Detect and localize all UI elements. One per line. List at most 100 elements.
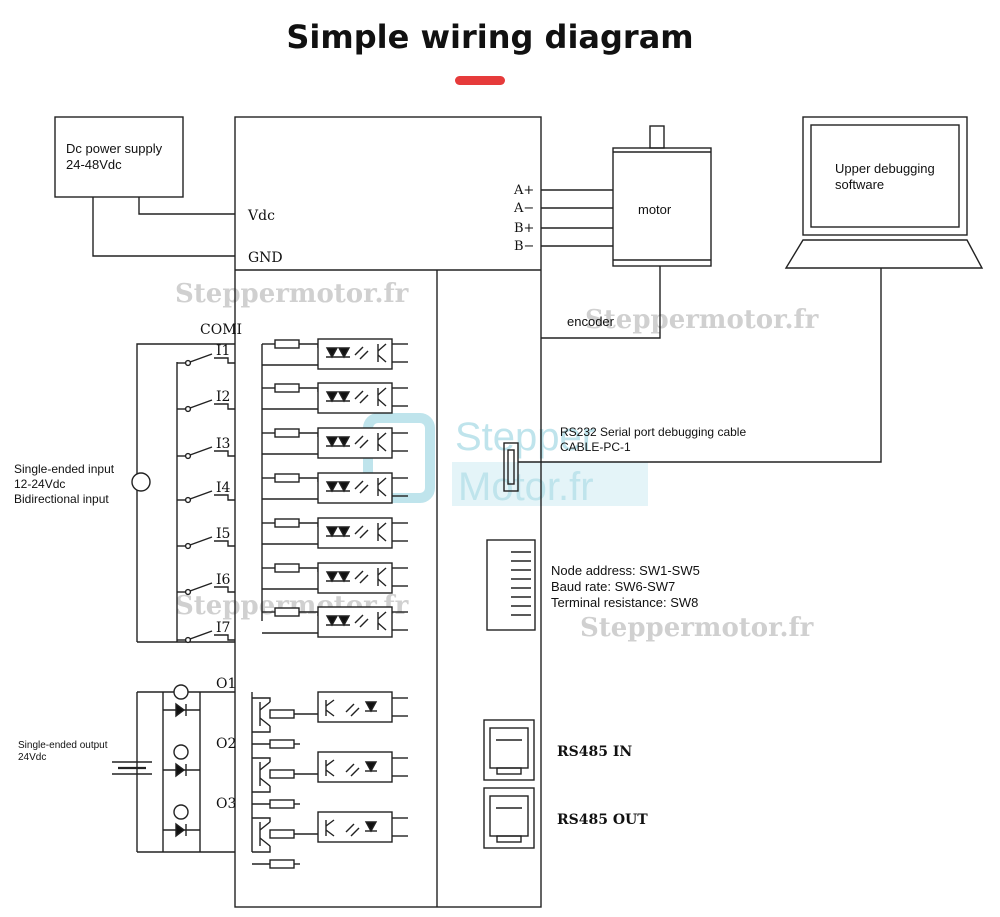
- light-arrow-icon: [359, 350, 369, 360]
- driver-body: [234, 116, 542, 908]
- motor-body: [612, 147, 712, 267]
- led-icon: [325, 391, 339, 403]
- input-channel-i3: I3: [177, 427, 408, 460]
- resistor-wire: [299, 477, 319, 482]
- transistor-icon: [259, 777, 271, 787]
- logo-band: [452, 462, 648, 506]
- diagram-line: [496, 767, 522, 775]
- rs232-port-slot: [507, 449, 515, 485]
- resistor-icon: [269, 799, 295, 809]
- optocoupler-icon: [317, 691, 393, 723]
- light-arrow-icon: [345, 823, 355, 833]
- output-wire: [252, 846, 271, 853]
- terminal-a-minus: A−: [513, 201, 534, 216]
- terminal-resistance-note: Terminal resistance: SW8: [551, 595, 698, 610]
- diode-icon: [175, 822, 186, 838]
- wire-rs232: [518, 268, 882, 463]
- switch-contact: [184, 452, 192, 460]
- led-icon: [337, 481, 351, 493]
- terminal-b-minus: B−: [514, 239, 534, 254]
- power-supply-voltage: 24-48Vdc: [66, 157, 122, 172]
- input-switch-icon: [189, 582, 213, 592]
- rs232-cable-label: CABLE-PC-1: [560, 440, 631, 454]
- transistor-icon: [259, 761, 271, 771]
- diode-icon: [175, 762, 186, 778]
- input-channel-i1: I1: [177, 338, 408, 370]
- light-arrow-icon: [359, 484, 369, 494]
- phototransistor-icon: [377, 432, 387, 441]
- optocoupler-icon: [317, 751, 393, 783]
- switch-contact: [184, 496, 192, 504]
- resistor-icon: [274, 383, 300, 393]
- diagram-line: [496, 835, 522, 843]
- phototransistor-icon: [377, 611, 387, 620]
- phototransistor-icon: [377, 533, 387, 542]
- computer-label-2: software: [835, 177, 884, 192]
- diode-icon: [175, 702, 186, 718]
- resistor-icon: [274, 428, 300, 438]
- input-wire: [214, 450, 235, 457]
- input-label-i6: I6: [216, 572, 231, 588]
- light-arrow-icon: [350, 767, 360, 777]
- phototransistor-icon: [377, 443, 387, 452]
- light-arrow-icon: [345, 703, 355, 713]
- input-label-i3: I3: [216, 436, 230, 452]
- resistor-icon: [274, 518, 300, 528]
- led-icon: [337, 391, 351, 403]
- page-title: Simple wiring diagram: [286, 18, 694, 56]
- led-icon: [325, 436, 339, 448]
- input-wire: [214, 403, 235, 410]
- output-note: Single-ended output: [18, 740, 108, 751]
- rs485-in-port: [483, 719, 535, 781]
- switch-contact: [184, 359, 192, 367]
- resistor-icon: [269, 739, 295, 749]
- light-arrow-icon: [359, 618, 369, 628]
- computer-label: Upper debugging: [835, 161, 935, 176]
- terminal-b-plus: B+: [514, 221, 534, 236]
- transistor-icon: [259, 701, 271, 711]
- output-wire: [252, 726, 271, 733]
- optocoupler-icon: [317, 382, 393, 414]
- output-load-icon: [173, 804, 189, 820]
- led-icon: [337, 571, 351, 583]
- resistor-wire: [299, 343, 319, 348]
- phototransistor-icon: [377, 343, 387, 352]
- light-arrow-icon: [359, 439, 369, 449]
- resistor-icon: [269, 769, 295, 779]
- transistor-icon: [259, 717, 271, 727]
- led-icon: [364, 821, 378, 833]
- output-source-icon: [112, 761, 152, 775]
- transistor-icon: [259, 837, 271, 847]
- input-source-icon: [131, 472, 151, 492]
- led-icon: [337, 436, 351, 448]
- output-label-o3: O3: [216, 796, 236, 812]
- rs485-out-label: RS485 OUT: [557, 812, 648, 828]
- input-channel-i6: I6: [177, 562, 408, 596]
- output-label-o1: O1: [216, 676, 236, 692]
- led-icon: [337, 615, 351, 627]
- input-switch-icon: [189, 490, 213, 500]
- optocoupler-icon: [317, 606, 393, 638]
- phototransistor-icon: [377, 567, 387, 576]
- optocoupler-icon: [317, 517, 393, 549]
- input-wire: [214, 586, 235, 593]
- output-load-icon: [173, 684, 189, 700]
- phototransistor-icon: [377, 488, 387, 497]
- phototransistor-icon: [377, 477, 387, 486]
- resistor-wire: [299, 567, 319, 572]
- input-note: Single-ended input: [14, 462, 115, 476]
- phototransistor-icon: [377, 387, 387, 396]
- input-channel-i7: I7: [177, 606, 408, 644]
- input-channel-i4: I4: [177, 472, 408, 504]
- switch-contact: [184, 588, 192, 596]
- phototransistor-icon: [325, 829, 335, 837]
- phototransistor-icon: [377, 578, 387, 587]
- output-wire: [252, 757, 271, 762]
- laptop-screen-inner: [810, 124, 960, 228]
- light-arrow-icon: [354, 614, 364, 624]
- light-arrow-icon: [354, 346, 364, 356]
- logo-text: Stepper: [455, 415, 595, 459]
- input-wire: [214, 634, 235, 641]
